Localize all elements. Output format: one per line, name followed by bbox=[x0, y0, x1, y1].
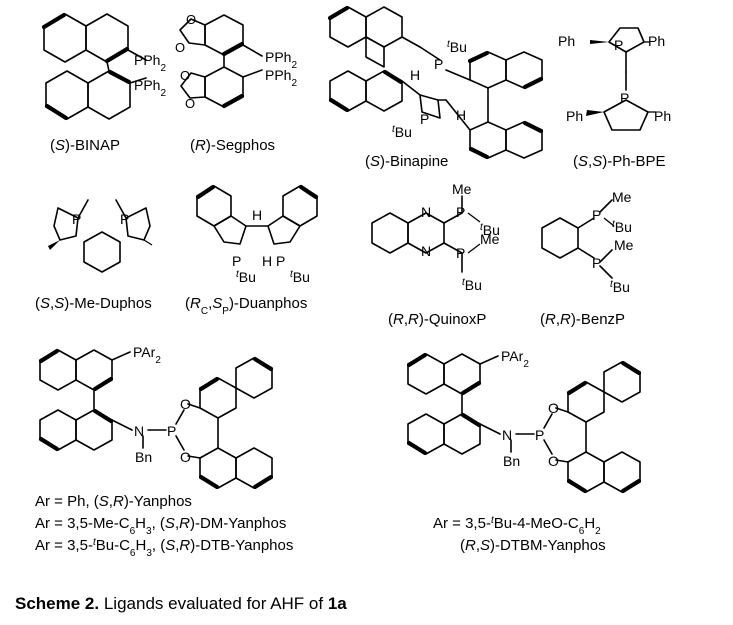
dtbm-line-1: Ar = 3,5-tBu-4-MeO-C6H2 bbox=[433, 515, 601, 537]
ph-bpe-ph2: Ph bbox=[648, 33, 665, 49]
quinoxp-tbu2: tBu bbox=[462, 277, 482, 294]
ph-bpe-p1: P bbox=[614, 37, 623, 53]
duanphos-p2: P bbox=[276, 253, 285, 269]
caption-text: Ligands evaluated for AHF of bbox=[103, 594, 324, 613]
yanphos-structure: PAr2 N P O O Bn bbox=[38, 344, 274, 490]
caption-label: Scheme 2. bbox=[15, 594, 100, 613]
quinoxp-structure: N N P P Me Me tBu tBu bbox=[371, 181, 500, 294]
dtbm-bn: Bn bbox=[503, 453, 520, 469]
ph-bpe-ph4: Ph bbox=[654, 108, 671, 124]
ph-bpe-ph1: Ph bbox=[558, 33, 575, 49]
segphos-pph2-bottom: PPh2 bbox=[265, 67, 297, 89]
yanphos-p: P bbox=[167, 423, 176, 439]
binapine-h1: H bbox=[410, 67, 420, 83]
duanphos-tbu2: tBu bbox=[290, 269, 310, 286]
segphos-o3: O bbox=[180, 68, 190, 83]
binapine-p2: P bbox=[420, 111, 429, 127]
yanphos-o2: O bbox=[180, 449, 191, 465]
benzp-me2: Me bbox=[614, 237, 634, 253]
benzp-p2: P bbox=[592, 255, 601, 271]
dtbm-yanphos-structure: PAr2 N P O O Bn bbox=[406, 348, 642, 494]
me-duphos-structure: P P bbox=[48, 199, 153, 273]
me-duphos-p1: P bbox=[72, 211, 81, 227]
ph-bpe-ph3: Ph bbox=[566, 108, 583, 124]
yanphos-o1: O bbox=[180, 396, 191, 412]
binapine-h2: H bbox=[456, 107, 466, 123]
binap-label: (S)-BINAP bbox=[50, 137, 120, 154]
quinoxp-tbu1: tBu bbox=[480, 222, 500, 239]
yanphos-line-3: Ar = 3,5-tBu-C6H3, (S,R)-DTB-Yanphos bbox=[35, 537, 293, 559]
quinoxp-n1: N bbox=[421, 204, 431, 220]
binap-pph2-bottom: PPh2 bbox=[134, 77, 166, 99]
benzp-structure: P P Me Me tBu tBu bbox=[541, 189, 634, 296]
quinoxp-label: (R,R)-QuinoxP bbox=[388, 311, 486, 328]
yanphos-par2: PAr2 bbox=[133, 344, 161, 366]
benzp-label: (R,R)-BenzP bbox=[540, 311, 625, 328]
me-duphos-p2: P bbox=[120, 211, 129, 227]
segphos-o1: O bbox=[186, 12, 196, 27]
segphos-label: (R)-Segphos bbox=[190, 137, 275, 154]
yanphos-n: N bbox=[134, 423, 144, 439]
binapine-tbu2: tBu bbox=[392, 124, 412, 141]
ph-bpe-p2: P bbox=[620, 90, 629, 106]
segphos-o4: O bbox=[185, 96, 195, 111]
duanphos-structure: P P H H tBu tBu bbox=[195, 184, 319, 286]
yanphos-line-2: Ar = 3,5-Me-C6H3, (S,R)-DM-Yanphos bbox=[35, 515, 286, 537]
benzp-tbu2: tBu bbox=[610, 279, 630, 296]
dtbm-p: P bbox=[535, 427, 544, 443]
caption-compound: 1a bbox=[327, 594, 347, 613]
quinoxp-p2: P bbox=[456, 245, 465, 261]
quinoxp-p1: P bbox=[456, 204, 465, 220]
dtbm-line-2: (R,S)-DTBM-Yanphos bbox=[460, 537, 606, 554]
quinoxp-me1: Me bbox=[452, 181, 472, 197]
yanphos-bn: Bn bbox=[135, 449, 152, 465]
benzp-tbu1: tBu bbox=[612, 219, 632, 236]
duanphos-h1: H bbox=[252, 207, 262, 223]
segphos-o2: O bbox=[175, 40, 185, 55]
duanphos-tbu1: tBu bbox=[236, 269, 256, 286]
segphos-structure: O O O O PPh2 PPh2 bbox=[175, 12, 297, 111]
scheme-caption: Scheme 2. Ligands evaluated for AHF of 1… bbox=[15, 594, 347, 614]
dtbm-par2: PAr2 bbox=[501, 348, 529, 370]
quinoxp-me2: Me bbox=[480, 231, 500, 247]
binapine-tbu1: tBu bbox=[447, 39, 467, 56]
duanphos-p1: P bbox=[232, 253, 241, 269]
duanphos-label: (RC,SP)-Duanphos bbox=[185, 295, 307, 317]
binap-pph2-top: PPh2 bbox=[134, 52, 166, 74]
duanphos-h2: H bbox=[262, 253, 272, 269]
dtbm-o1: O bbox=[548, 400, 559, 416]
binapine-structure: P P H H tBu tBu bbox=[327, 5, 544, 160]
binapine-p1: P bbox=[434, 56, 443, 72]
me-duphos-label: (S,S)-Me-Duphos bbox=[35, 295, 152, 312]
quinoxp-n2: N bbox=[421, 243, 431, 259]
benzp-p1: P bbox=[592, 207, 601, 223]
segphos-pph2-top: PPh2 bbox=[265, 49, 297, 71]
binapine-label: (S)-Binapine bbox=[365, 153, 448, 170]
dtbm-o2: O bbox=[548, 453, 559, 469]
benzp-me1: Me bbox=[612, 189, 632, 205]
dtbm-n: N bbox=[502, 427, 512, 443]
ph-bpe-label: (S,S)-Ph-BPE bbox=[573, 153, 666, 170]
ph-bpe-structure: Ph Ph Ph Ph P P bbox=[558, 27, 671, 131]
binap-structure: PPh2 PPh2 bbox=[41, 12, 166, 121]
yanphos-line-1: Ar = Ph, (S,R)-Yanphos bbox=[35, 493, 192, 510]
